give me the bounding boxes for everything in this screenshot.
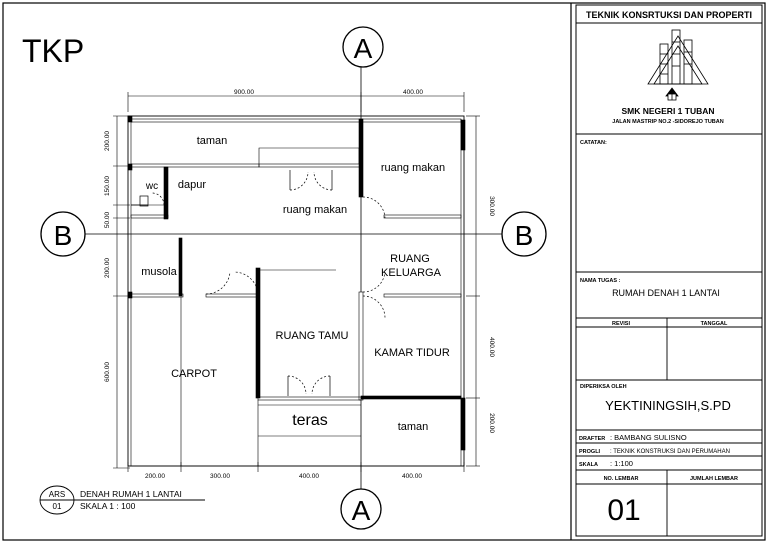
dim-right-1: 400.00 [488,337,495,357]
dim-left-0: 200.00 [104,131,111,151]
diperiksa-label: DIPERIKSA OLEH [580,384,627,390]
dim-bottom-3: 400.00 [402,473,422,480]
room-dapur: dapur [178,179,206,191]
progli-value: : TEKNIK KONSTRUKSI DAN PERUMAHAN [610,449,730,455]
progli-label: PROGLI [579,449,601,455]
dim-right-2: 200.00 [488,413,495,433]
room-taman-top: taman [197,135,228,147]
dim-left-3: 200.00 [104,258,111,278]
title-block-frame [575,4,763,537]
dim-left-4: 600.00 [104,362,111,382]
no-lembar-value: 01 [607,494,640,527]
room-ruang-tamu: RUANG TAMU [276,330,349,342]
room-carpot: CARPOT [171,368,217,380]
dim-bottom-0: 200.00 [145,473,165,480]
legend-drawing-name: DENAH RUMAH 1 LANTAI [80,489,182,499]
tanggal-label: TANGGAL [701,321,728,327]
doors [131,170,386,396]
room-wc: wc [145,181,158,192]
grid-mark-b-right: B [501,211,547,257]
room-taman-bottom: taman [398,421,429,433]
catatan-label: CATATAN: [580,140,607,146]
jumlah-lembar-label: JUMLAH LEMBAR [690,476,738,482]
school-building-logo-icon [647,29,709,101]
dim-top-right: 400.00 [403,89,423,96]
revisi-label: REVISI [612,321,631,327]
grid-mark-a-top: A [342,26,384,68]
grid-mark-a-bottom: A [340,488,382,530]
room-musola: musola [141,266,177,278]
nama-tugas-label: NAMA TUGAS : [580,278,621,284]
room-kamar-tidur: KAMAR TIDUR [374,347,450,359]
title-block-school: SMK NEGERI 1 TUBAN [621,106,714,116]
walls [127,115,466,467]
drawing-title: TKP [22,33,84,69]
drawing-legend: ARS 01 DENAH RUMAH 1 LANTAI SKALA 1 : 10… [39,485,205,515]
nama-tugas-value: RUMAH DENAH 1 LANTAI [612,288,720,298]
grid-mark-b-right-label: B [515,220,534,251]
dim-right-0: 300.00 [488,196,495,216]
grid-mark-b-left-label: B [54,220,73,251]
room-ruang-makan-center: ruang makan [283,204,347,216]
dim-left-2: 50.00 [104,211,111,228]
drafter-label: DRAFTER [579,436,605,442]
title-block-grid [576,22,762,536]
drafter-value: : BAMBANG SULISNO [610,433,687,442]
dim-bottom-1: 300.00 [210,473,230,480]
no-lembar-label: NO. LEMBAR [604,476,639,482]
legend-scale: SKALA 1 : 100 [80,501,136,511]
legend-code-bottom: 01 [53,502,62,511]
title-block-header: TEKNIK KONSRTUKSI DAN PROPERTI [586,10,752,20]
room-teras: teras [292,412,328,429]
dim-bottom-2: 400.00 [299,473,319,480]
legend-code-top: ARS [49,490,65,499]
skala-value: : 1:100 [610,459,633,468]
skala-label: SKALA [579,462,598,468]
grid-mark-a-bottom-label: A [352,495,371,526]
grid-mark-b-left: B [40,211,86,257]
room-ruang-keluarga-line1: RUANG [390,253,430,265]
room-ruang-makan-right: ruang makan [381,162,445,174]
title-block-address: JALAN MASTRIP NO.2 -SIDOREJO TUBAN [612,119,723,125]
grid-mark-a-top-label: A [354,33,373,64]
room-ruang-keluarga-line2: KELUARGA [381,267,442,279]
dim-left-1: 150.00 [104,176,111,196]
dim-top-left: 900.00 [234,89,254,96]
diperiksa-value: YEKTININGSIH,S.PD [605,398,731,413]
